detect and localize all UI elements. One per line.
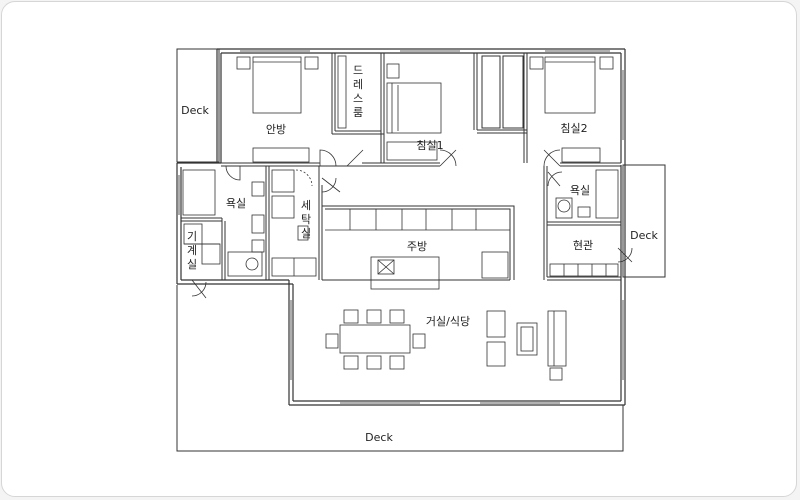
- dining-chair-top-2: [366, 309, 382, 324]
- door-laundry: [321, 177, 341, 193]
- label-deck-top-left: Deck: [181, 104, 209, 117]
- bath-right-toilet-area: [555, 197, 573, 219]
- laundry-sink: [297, 225, 309, 241]
- sofa: [547, 310, 567, 367]
- door-entrance: [617, 247, 633, 263]
- label-deck-bottom: Deck: [365, 431, 393, 444]
- label-entrance: 현관: [573, 239, 593, 252]
- master-bed: [252, 56, 302, 114]
- label-living-dining: 거실/식당: [426, 315, 470, 328]
- label-master-bedroom: 안방: [266, 123, 286, 136]
- armchair-bottom: [486, 341, 506, 367]
- bath-left-sink-a: [251, 214, 265, 234]
- side-table: [549, 367, 563, 381]
- fridge: [481, 251, 509, 279]
- island-sink: [377, 259, 395, 275]
- deck-right-outline: [622, 164, 666, 278]
- doors: [191, 149, 633, 299]
- dining-chair-bottom-1: [343, 355, 359, 370]
- door-laundry-swing: [295, 169, 313, 187]
- deck-top-left-outline: [176, 48, 220, 163]
- deck-labels: Deck Deck Deck: [181, 104, 658, 444]
- door-master: [319, 149, 337, 167]
- label-bathroom-left: 욕실: [226, 197, 246, 210]
- door-master-leaf: [346, 149, 364, 167]
- door-bath-left: [225, 165, 241, 181]
- shower-right: [595, 169, 619, 219]
- door-bedroom1: [439, 149, 457, 167]
- dining-chair-bottom-2: [366, 355, 382, 370]
- dining-chair-end-left: [325, 333, 339, 349]
- washer: [271, 169, 295, 193]
- bath-right-sink: [577, 206, 591, 218]
- windows: [178, 50, 624, 404]
- label-deck-right: Deck: [630, 229, 658, 242]
- bedroom2-bed: [544, 56, 596, 114]
- bath-left-toilet-area: [227, 251, 263, 277]
- kitchen-cabinets: [325, 209, 510, 231]
- bedroom1-desk: [386, 141, 438, 161]
- dress-shelf: [337, 55, 347, 129]
- exterior-walls: [176, 48, 626, 406]
- bath-left-sink-b: [251, 239, 265, 253]
- dining-chair-top-3: [389, 309, 405, 324]
- dining-table: [339, 324, 411, 354]
- master-dresser: [252, 147, 310, 163]
- label-bedroom2: 침실2: [560, 122, 587, 135]
- shoe-cabinet: [549, 263, 619, 277]
- bath-left-toilet: [245, 257, 259, 271]
- dryer: [271, 195, 295, 219]
- label-bathroom-right: 욕실: [570, 184, 590, 197]
- bedroom2-nightstand-left: [529, 56, 544, 70]
- dining-chair-top-1: [343, 309, 359, 324]
- bedroom2-dresser: [561, 147, 601, 163]
- kitchen-island: [370, 256, 440, 290]
- label-bedroom1: 침실1: [416, 139, 443, 152]
- bath-left-cabinet: [251, 181, 265, 197]
- interior-walls: [181, 53, 621, 281]
- dining-chair-bottom-3: [389, 355, 405, 370]
- armchair-top: [486, 310, 506, 338]
- furniture: [182, 55, 619, 381]
- dining-chair-end-right: [412, 333, 426, 349]
- bathtub-left: [182, 169, 216, 216]
- door-bath-right: [547, 171, 563, 187]
- bedroom1-bed: [386, 82, 442, 134]
- master-nightstand-left: [236, 56, 251, 70]
- deck-bottom-outline: [176, 285, 624, 452]
- boiler-b: [201, 243, 221, 265]
- coffee-table: [516, 322, 538, 356]
- door-bedroom2: [543, 149, 561, 167]
- bedroom1-nightstand: [386, 63, 400, 79]
- label-kitchen: 주방: [407, 240, 427, 253]
- master-nightstand-right: [304, 56, 319, 70]
- bath-right-toilet: [557, 199, 571, 213]
- bedroom2-nightstand-right: [599, 56, 614, 70]
- door-mechanical: [191, 279, 207, 299]
